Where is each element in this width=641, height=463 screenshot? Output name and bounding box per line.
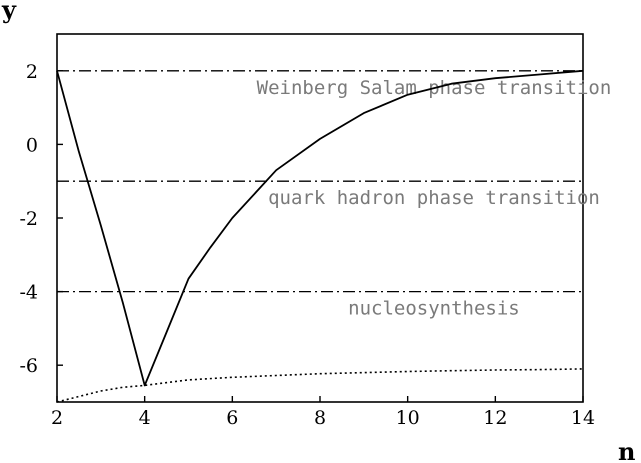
x-axis-ticks: 2 4 6 8 10 12 14 [51,396,595,429]
x-tick-label: 8 [314,407,326,429]
reference-label-2: nucleosynthesis [348,298,520,320]
series-line-solid [56,69,584,387]
series-layer [56,69,584,403]
y-tick-label: -4 [19,282,38,304]
x-tick-label: 6 [226,407,238,429]
y-tick-label: 2 [26,61,38,83]
y-tick-label: 0 [26,134,38,156]
x-tick-label: 12 [483,407,507,429]
y-tick-label: -2 [19,208,38,230]
y-axis-ticks: 2 0 -2 -4 -6 [19,61,63,377]
reference-label-1: quark hadron phase transition [268,187,600,209]
y-axis-title: y [1,0,17,24]
series-line-dotted [56,368,584,403]
reference-lines [57,70,583,293]
y-tick-label: -6 [19,355,38,377]
x-tick-label: 14 [571,407,595,429]
x-tick-label: 10 [396,407,420,429]
x-tick-label: 2 [51,407,63,429]
x-tick-label: 4 [139,407,151,429]
x-axis-title: n [618,437,635,463]
